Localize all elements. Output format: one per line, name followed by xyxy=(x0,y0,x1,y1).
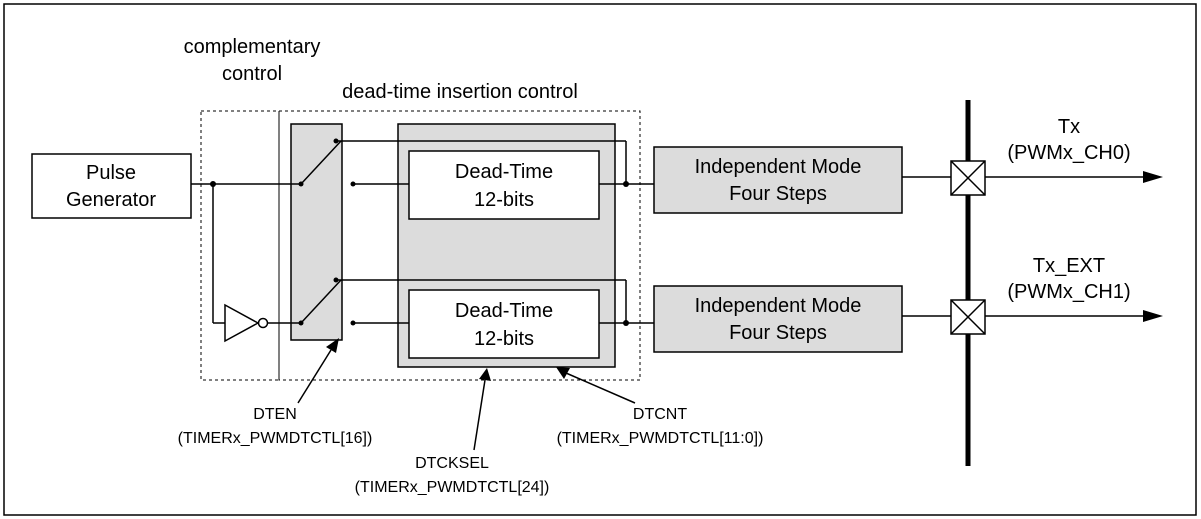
deadtime-insertion-control-region xyxy=(278,110,641,381)
complementary-label: complementary xyxy=(184,36,321,58)
pulse-generator-line2: Generator xyxy=(66,189,156,211)
dten-label: DTEN xyxy=(253,406,297,423)
output-switch-bot-x2 xyxy=(950,299,986,335)
independent-bot-line2: Four Steps xyxy=(729,322,827,344)
inverter-bubble xyxy=(257,317,269,329)
txext-channel-label: (PWMx_CH1) xyxy=(1007,281,1130,303)
dtcksel-label: DTCKSEL xyxy=(415,455,489,472)
dtcnt-register-label: (TIMERx_PWMDTCTL[11:0]) xyxy=(557,430,764,447)
deadtime-bot-box xyxy=(408,289,600,359)
dtcnt-pointer-line xyxy=(565,372,636,404)
deadtime-top-box xyxy=(408,150,600,220)
dten-pointer-head xyxy=(326,338,339,353)
diagram-frame xyxy=(3,3,1197,516)
tx-label: Tx xyxy=(1058,116,1080,138)
independent-top-box xyxy=(653,146,903,214)
dtcksel-pointer-line xyxy=(473,379,486,451)
tx-channel-label: (PWMx_CH0) xyxy=(1007,142,1130,164)
independent-bot-box xyxy=(653,285,903,353)
tx-arrow-icon xyxy=(1143,171,1163,183)
deadtime-bot-line1: Dead-Time xyxy=(455,300,553,322)
dten-register-label: (TIMERx_PWMDTCTL[16]) xyxy=(178,430,373,447)
dtcnt-label: DTCNT xyxy=(633,406,687,423)
deadtime-top-line2: 12-bits xyxy=(474,189,534,211)
independent-bot-line1: Independent Mode xyxy=(695,295,862,317)
dten-switch-block xyxy=(290,123,343,341)
merge-bot-dot xyxy=(623,320,629,326)
inverter-icon xyxy=(224,303,260,343)
dtcksel-pointer-head xyxy=(479,368,491,381)
deadtime-bot-line2: 12-bits xyxy=(474,328,534,350)
deadtime-top-line1: Dead-Time xyxy=(455,161,553,183)
dtcnt-pointer-head xyxy=(556,367,570,379)
deadtime-control-label: dead-time insertion control xyxy=(342,81,578,103)
txext-label: Tx_EXT xyxy=(1033,255,1105,277)
dtcksel-register-label: (TIMERx_PWMDTCTL[24]) xyxy=(355,479,550,496)
control-label: control xyxy=(222,63,282,85)
complementary-control-region xyxy=(200,110,280,381)
txext-arrow-icon xyxy=(1143,310,1163,322)
merge-top-dot xyxy=(623,181,629,187)
switch-top-blade xyxy=(300,140,342,185)
switch-bot-blade xyxy=(300,279,342,324)
junction-dot xyxy=(210,181,216,187)
independent-top-line2: Four Steps xyxy=(729,183,827,205)
independent-top-line1: Independent Mode xyxy=(695,156,862,178)
output-switch-top-x2 xyxy=(950,160,986,196)
pulse-generator-box xyxy=(31,153,192,219)
pulse-generator-line1: Pulse xyxy=(86,162,136,184)
dten-pointer-line xyxy=(297,349,332,404)
